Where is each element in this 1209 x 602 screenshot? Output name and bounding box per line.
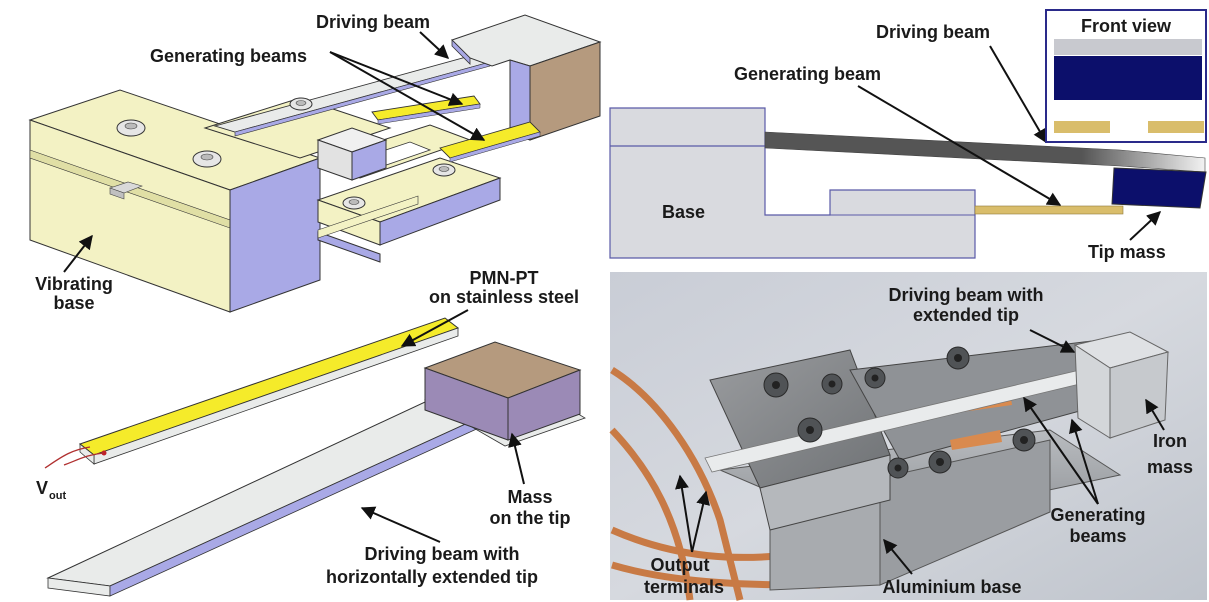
label-generating-beams-d-2: beams — [1069, 526, 1126, 546]
screw-icon — [864, 367, 886, 389]
label-mass-tip-1: Mass — [507, 487, 552, 507]
bolt-icon — [342, 196, 366, 210]
label-output-terminals-1: Output — [651, 555, 710, 575]
arrow-tip-mass — [1129, 211, 1162, 241]
photo-screws — [763, 346, 1036, 479]
output-wire-2 — [44, 446, 91, 469]
arrow-vibrating-base — [63, 234, 93, 273]
label-driving-beam-b: Driving beam — [876, 22, 990, 42]
label-generating-beam-b: Generating beam — [734, 64, 881, 84]
front-view-generating-beam-left — [1054, 121, 1110, 133]
arrow-driving-beam-c — [360, 506, 441, 543]
label-iron-mass-2: mass — [1147, 457, 1193, 477]
arrow-iron-mass — [1145, 398, 1165, 431]
screw-icon — [946, 346, 970, 370]
label-pmn-pt-1: PMN-PT — [470, 268, 539, 288]
label-generating-beams-d-1: Generating — [1050, 505, 1145, 525]
photo-clamp-front — [759, 454, 891, 531]
label-vout-sub: out — [49, 490, 66, 502]
label-mass-tip-2: on the tip — [490, 508, 571, 528]
label-driving-beam-d-2: extended tip — [913, 305, 1019, 325]
photo-aluminium-base-side — [879, 439, 1051, 586]
arrow-output-terminal-1 — [675, 474, 693, 553]
base-outline — [609, 107, 976, 259]
arrow-driving-beam-b — [989, 45, 1047, 144]
tip-mass-block — [423, 341, 582, 441]
label-aluminium-base: Aluminium base — [882, 577, 1021, 597]
arrow-generating-beam-b — [857, 85, 1062, 206]
label-driving-beam-c-2: horizontally extended tip — [326, 567, 538, 587]
label-pmn-pt-2: on stainless steel — [429, 287, 579, 307]
arrow-generating-beam-d-1 — [1023, 396, 1099, 505]
panel-a-device: Driving beam Generating beams Vibrating … — [28, 12, 602, 313]
label-driving-beam-a: Driving beam — [316, 12, 430, 32]
arrow-generating-beam-d-2 — [1069, 418, 1099, 505]
vibrating-base-block — [28, 89, 322, 313]
screw-icon — [763, 372, 789, 398]
label-vibrating-base-2: base — [53, 293, 94, 313]
generating-beam-lower — [439, 121, 541, 163]
photo-iron-mass-front — [1074, 344, 1111, 439]
screw-icon — [797, 417, 823, 443]
label-generating-beams-a: Generating beams — [150, 46, 307, 66]
label-driving-beam-c-1: Driving beam with — [364, 544, 519, 564]
label-iron-mass-1: Iron — [1153, 431, 1187, 451]
label-base: Base — [662, 202, 705, 222]
panel-c-beams: V out PMN-PT on stainless steel Mass on … — [36, 268, 586, 597]
generating-beam-side — [974, 205, 1124, 215]
label-tip-mass: Tip mass — [1088, 242, 1166, 262]
panel-d-photo: Driving beam with extended tip Iron mass… — [609, 272, 1207, 601]
label-vout-main: V — [36, 478, 48, 498]
center-mass-block — [316, 127, 388, 181]
piezo-beam — [78, 317, 460, 465]
arrow-generating-beam-2 — [329, 51, 486, 141]
label-vibrating-base-1: Vibrating — [35, 274, 113, 294]
label-output-terminals-2: terminals — [644, 577, 724, 597]
front-view-driving-beam — [1054, 39, 1202, 55]
generating-beam-upper — [371, 95, 481, 125]
label-front-view: Front view — [1081, 16, 1172, 36]
bolt-icon — [289, 97, 313, 111]
bolt-icon — [432, 163, 456, 177]
tip-mass-side — [1111, 167, 1207, 209]
arrow-driving-beam-d — [1029, 329, 1076, 353]
bolt-heads — [116, 97, 456, 210]
screw-icon — [1012, 428, 1036, 452]
front-view-inset: Front view — [1045, 9, 1207, 143]
screw-icon — [928, 450, 952, 474]
photo-generating-beam-2 — [950, 430, 1002, 450]
arrow-mass-tip — [508, 432, 525, 485]
label-driving-beam-d-1: Driving beam with — [888, 285, 1043, 305]
arrow-driving-beam-a — [419, 31, 450, 59]
arrow-generating-beam-1 — [329, 51, 464, 106]
arrow-aluminium-base — [883, 538, 913, 575]
front-view-tip-mass — [1054, 56, 1202, 100]
screw-icon — [887, 457, 909, 479]
arrow-output-terminal-2 — [691, 490, 710, 553]
panel-b-schematic: Base Generating beam Driving beam Tip ma… — [609, 9, 1207, 262]
screw-icon — [821, 373, 843, 395]
front-view-generating-beam-right — [1148, 121, 1204, 133]
bolt-icon — [116, 119, 146, 137]
arrow-pmn-pt — [400, 309, 469, 347]
output-wire-1 — [63, 452, 105, 466]
bolt-icon — [192, 150, 222, 168]
end-block — [451, 14, 602, 141]
